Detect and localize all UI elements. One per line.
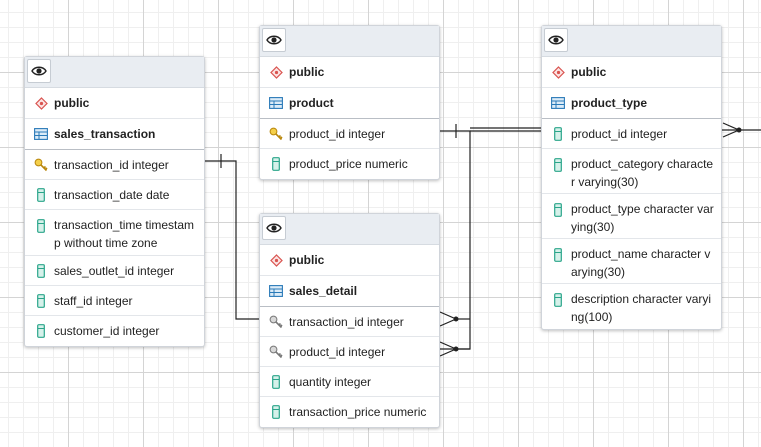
column-label: staff_id integer [54,293,133,308]
column-label: customer_id integer [54,324,160,338]
table-sales-detail[interactable]: public sales_detail transaction_id integ… [259,213,440,428]
table-icon [551,96,565,110]
column-row[interactable]: transaction_price numeric [260,397,439,427]
column-row[interactable]: product_name character varying(30) [542,239,721,284]
column-row[interactable]: transaction_time timestamp without time … [25,210,204,256]
eye-icon-button[interactable] [544,28,568,52]
link-joint [736,127,742,133]
table-header [25,57,204,88]
column-row[interactable]: transaction_id integer [25,150,204,180]
link-product-detail [440,130,471,350]
table-header [260,26,439,57]
table-name: product [289,96,334,110]
table-name: product_type [571,96,648,110]
column-label: product_type character varying(30) [571,202,714,234]
column-row[interactable]: description character varying(100) [542,284,721,329]
column-icon [34,263,48,278]
table-name-row: sales_detail [260,276,439,307]
column-label: product_id integer [571,126,668,141]
column-icon [269,157,283,171]
schema-row: public [260,57,439,88]
column-row[interactable]: customer_id integer [25,316,204,346]
eye-icon-button[interactable] [262,216,286,240]
schema-icon [269,65,283,79]
eye-icon-button[interactable] [262,28,286,52]
table-product[interactable]: public product product_id integer produc… [259,25,440,180]
column-row[interactable]: transaction_date date [25,180,204,210]
column-row[interactable]: product_price numeric [260,149,439,179]
schema-label: public [54,96,90,110]
schema-icon [34,96,48,110]
table-icon [269,96,283,110]
eye-icon [548,35,564,45]
primary-key-icon [34,158,48,172]
column-label: product_category character varying(30) [571,157,714,189]
column-label: product_name character varying(30) [571,247,711,279]
column-label: description character varying(100) [571,292,712,324]
column-label: product_price numeric [289,157,408,171]
table-icon [34,127,48,141]
link-many-marker [439,341,458,357]
column-label: transaction_time timestamp without time … [54,218,195,250]
table-sales-transaction[interactable]: public sales_transaction transaction_id … [24,56,205,347]
column-label: sales_outlet_id integer [54,263,175,278]
eye-icon-button[interactable] [27,59,51,83]
column-row[interactable]: product_type character varying(30) [542,194,721,239]
column-row[interactable]: sales_outlet_id integer [25,256,204,286]
column-label: product_id integer [289,126,386,141]
schema-row: public [260,245,439,276]
link-many-marker [439,311,458,327]
column-icon [269,405,283,419]
column-label: transaction_date date [54,187,170,202]
column-row[interactable]: product_id integer [542,119,721,149]
column-icon [551,158,565,172]
column-row[interactable]: quantity integer [260,367,439,397]
schema-label: public [571,65,607,79]
link-many-marker [722,122,741,138]
primary-key-icon [269,127,283,141]
table-name-row: product_type [542,88,721,119]
table-header [260,214,439,245]
table-header [542,26,721,57]
eye-icon [31,66,47,76]
table-name-row: product [260,88,439,119]
column-row[interactable]: staff_id integer [25,286,204,316]
column-icon [551,248,565,262]
column-icon [551,126,565,141]
table-name: sales_detail [289,284,358,298]
column-label: transaction_id integer [54,157,169,172]
column-icon [551,293,565,307]
schema-label: public [289,253,325,267]
link-joint [453,316,459,322]
column-icon [34,187,48,202]
table-icon [269,284,283,298]
column-icon [269,374,283,389]
table-name-row: sales_transaction [25,119,204,150]
column-row[interactable]: product_id integer [260,119,439,149]
column-row[interactable]: product_id integer [260,337,439,367]
eye-icon [266,223,282,233]
foreign-key-icon [269,315,283,329]
schema-icon [269,253,283,267]
table-name: sales_transaction [54,127,156,141]
schema-row: public [542,57,721,88]
column-row[interactable]: transaction_id integer [260,307,439,337]
column-icon [551,203,565,217]
table-product-type[interactable]: public product_type product_id integer p… [541,25,722,330]
column-row[interactable]: product_category character varying(30) [542,149,721,194]
schema-icon [551,65,565,79]
link-joint [453,346,459,352]
column-icon [34,219,48,233]
column-label: quantity integer [289,374,372,389]
schema-label: public [289,65,325,79]
column-label: product_id integer [289,344,386,359]
column-icon [34,324,48,338]
column-label: transaction_id integer [289,314,404,329]
eye-icon [266,35,282,45]
column-icon [34,293,48,308]
schema-row: public [25,88,204,119]
foreign-key-icon [269,345,283,359]
column-label: transaction_price numeric [289,405,427,419]
